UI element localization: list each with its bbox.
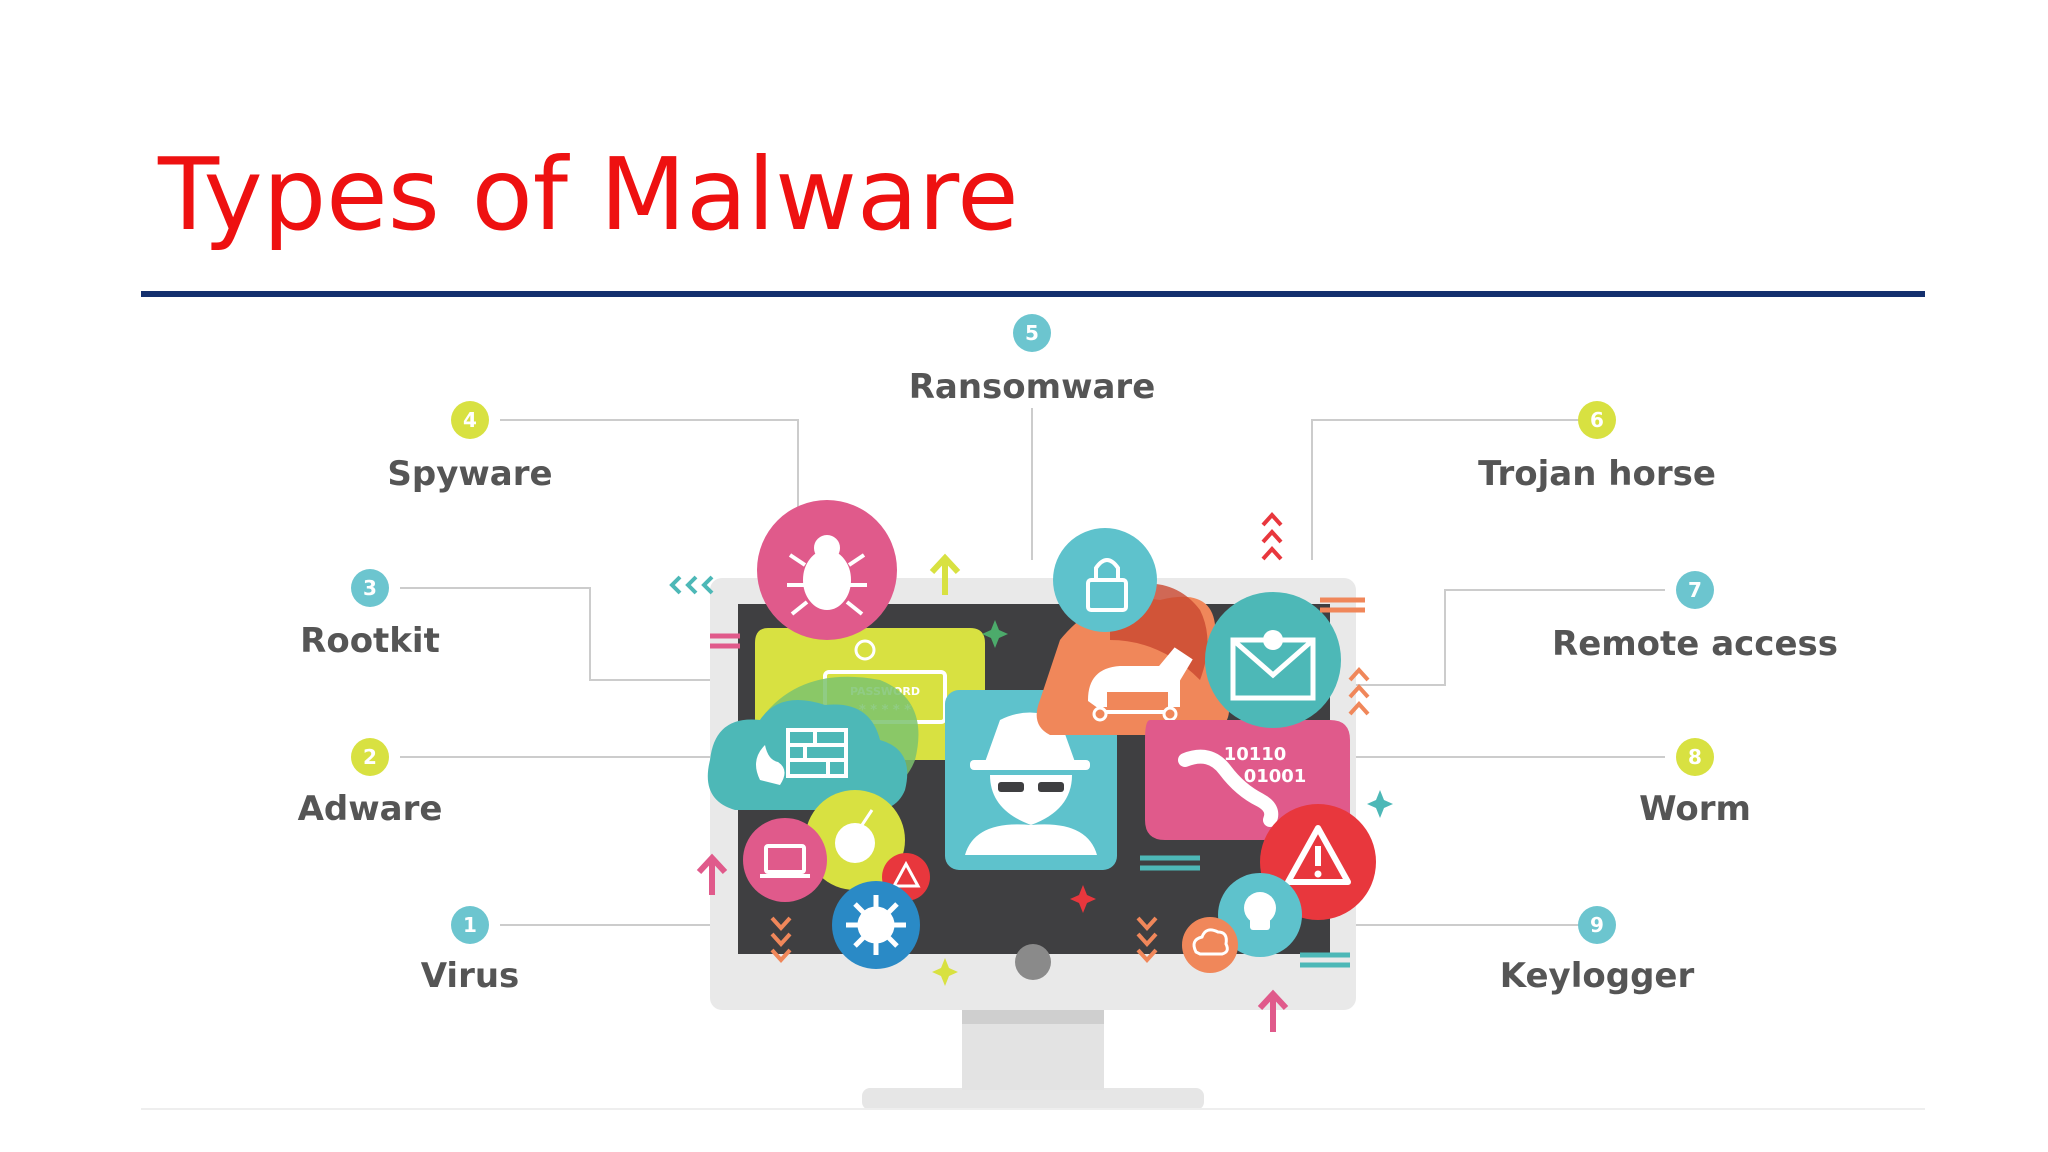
badge-keylogger (1578, 906, 1616, 944)
label-remote-access: Remote access (1552, 624, 1838, 664)
sparkle-green (982, 620, 1008, 648)
item-worm: 8 Worm (1639, 738, 1751, 829)
item-trojan-horse: 6 Trojan horse (1478, 401, 1716, 494)
item-ransomware: 5 Ransomware (909, 314, 1156, 407)
item-keylogger: 9 Keylogger (1500, 906, 1695, 996)
firewall-icon (786, 728, 848, 778)
sparkle-yellow (932, 958, 958, 986)
cloud-circle (1182, 917, 1238, 973)
badge-number-rootkit: 3 (363, 576, 377, 600)
connector-rootkit (400, 587, 715, 681)
bug-icon (787, 535, 867, 616)
small-warning-icon (891, 860, 921, 888)
label-keylogger: Keylogger (1500, 956, 1695, 996)
warning-icon (1285, 825, 1351, 885)
badge-number-remote-access: 7 (1688, 578, 1702, 602)
badge-number-keylogger: 9 (1590, 913, 1604, 937)
connector-trojan (1311, 419, 1585, 560)
binary-line-2: 01001 (1244, 766, 1307, 787)
badge-spyware (451, 401, 489, 439)
label-virus: Virus (421, 956, 520, 996)
badge-number-worm: 8 (1688, 745, 1702, 769)
arrow-up-pink (696, 853, 1289, 1032)
skull-icon (1244, 892, 1276, 930)
item-adware: 2 Adware (298, 738, 443, 829)
badge-remote-access (1676, 571, 1714, 609)
monitor-stand-band (962, 1008, 1104, 1024)
badge-adware (351, 738, 389, 776)
wheel-left (1092, 706, 1108, 722)
laptop-circle (743, 818, 827, 902)
spy-glasses (998, 782, 1064, 792)
laptop-icon (764, 844, 806, 874)
connector-spyware (500, 419, 799, 530)
skull-mini-icon (1263, 630, 1283, 650)
badge-number-virus: 1 (463, 913, 477, 937)
lock-icon (1086, 558, 1128, 612)
wheel-right (1162, 706, 1178, 722)
badge-rootkit (351, 569, 389, 607)
flame-icon (756, 745, 785, 785)
sparkle-red (1070, 885, 1096, 913)
badge-virus (451, 906, 489, 944)
badge-number-adware: 2 (363, 745, 377, 769)
slide-title: Types of Malware (158, 136, 1019, 253)
badge-number-trojan-horse: 6 (1590, 408, 1604, 432)
mail-circle (1205, 592, 1341, 728)
chevrons-red (1261, 512, 1283, 561)
virus-icon (846, 895, 906, 955)
dash-markers (710, 597, 1365, 968)
horse-icon (1087, 647, 1193, 714)
bottom-divider (141, 1108, 1925, 1110)
firewall-cloud (707, 700, 908, 811)
badge-trojan-horse (1578, 401, 1616, 439)
cloud-icon (1192, 928, 1229, 956)
connector-remote (1355, 589, 1665, 686)
screen-graphics: PASSWORD * * * * * (669, 500, 1393, 1032)
bomb-icon (835, 823, 875, 863)
item-virus: 1 Virus (421, 906, 520, 996)
chevrons-teal (669, 575, 714, 595)
label-worm: Worm (1639, 789, 1751, 829)
worm-icon (1178, 749, 1279, 827)
arrow-up-yellow (929, 553, 961, 595)
sparkle-teal (1367, 790, 1393, 818)
label-adware: Adware (298, 789, 443, 829)
item-spyware: 4 Spyware (387, 401, 553, 494)
chevrons-orange (770, 667, 1370, 963)
label-trojan-horse: Trojan horse (1478, 454, 1716, 494)
key-icon (854, 639, 876, 661)
monitor-base (862, 1088, 1204, 1110)
badge-ransomware (1013, 314, 1051, 352)
item-remote-access: 7 Remote access (1552, 571, 1838, 664)
item-rootkit: 3 Rootkit (300, 569, 440, 661)
badge-number-spyware: 4 (463, 408, 477, 432)
badge-number-ransomware: 5 (1025, 321, 1039, 345)
label-spyware: Spyware (387, 454, 552, 494)
label-rootkit: Rootkit (300, 621, 440, 661)
monitor-power-button (1015, 944, 1051, 980)
title-divider (141, 291, 1925, 297)
binary-line-1: 10110 (1224, 744, 1287, 765)
label-ransomware: Ransomware (909, 367, 1156, 407)
badge-worm (1676, 738, 1714, 776)
connector-lines (400, 408, 1665, 926)
